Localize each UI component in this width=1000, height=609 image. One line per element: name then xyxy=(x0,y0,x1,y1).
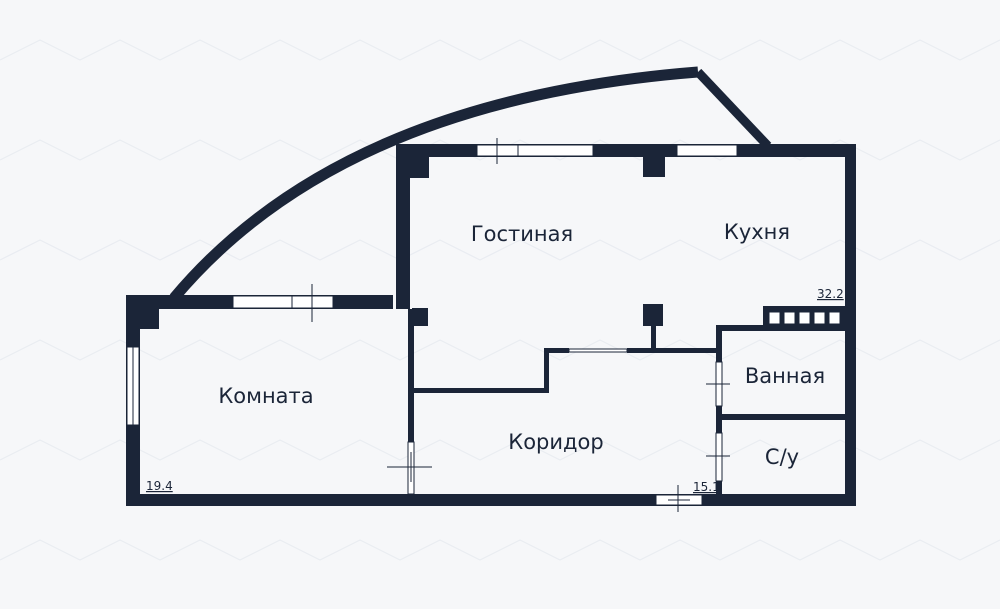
window-bedroom-top xyxy=(232,295,334,309)
column-kitchen xyxy=(643,304,663,326)
area-label-living-kitchen: 32.2 xyxy=(817,287,844,301)
background-pattern xyxy=(0,39,1000,561)
vent-cell-1 xyxy=(768,311,781,325)
wall-bottom xyxy=(126,494,856,506)
door-wc xyxy=(715,432,723,482)
column-top xyxy=(643,144,665,177)
area-label-bedroom: 19.4 xyxy=(146,479,173,493)
wall-bedroom-corridor xyxy=(408,309,414,497)
vent-cell-3 xyxy=(798,311,811,325)
room-label-living: Гостиная xyxy=(471,222,573,246)
wall-living-left-upper xyxy=(396,144,410,309)
window-living-top xyxy=(476,144,594,157)
vent-cell-5 xyxy=(828,311,841,325)
vent-cell-2 xyxy=(783,311,796,325)
vent-cell-4 xyxy=(813,311,826,325)
area-label-corridor: 15.1 xyxy=(693,480,720,494)
corner-block-bedroom xyxy=(126,295,159,329)
wall-corridor-top-left xyxy=(412,388,549,393)
room-label-wc: С/у xyxy=(765,445,799,469)
room-label-bathroom: Ванная xyxy=(745,364,825,388)
wall-right xyxy=(845,144,856,506)
window-kitchen-top xyxy=(676,144,738,157)
room-label-corridor: Коридор xyxy=(508,430,603,454)
window-corridor-top xyxy=(568,348,628,353)
wall-corridor-top-right xyxy=(627,348,720,353)
wall-top-main xyxy=(396,144,856,157)
wall-corridor-top-mid xyxy=(544,348,569,353)
balcony-curve-wall xyxy=(169,66,699,302)
wall-corridor-step xyxy=(544,349,549,393)
balcony-end-wall xyxy=(694,68,772,150)
corner-block-living xyxy=(396,144,429,178)
wall-bath-wc-divider xyxy=(716,414,848,420)
wall-bath-left xyxy=(716,325,722,496)
room-label-kitchen: Кухня xyxy=(724,220,790,244)
wall-pillar-small xyxy=(412,308,428,326)
room-label-bedroom: Комната xyxy=(218,384,313,408)
column-kitchen-stem xyxy=(651,320,656,350)
